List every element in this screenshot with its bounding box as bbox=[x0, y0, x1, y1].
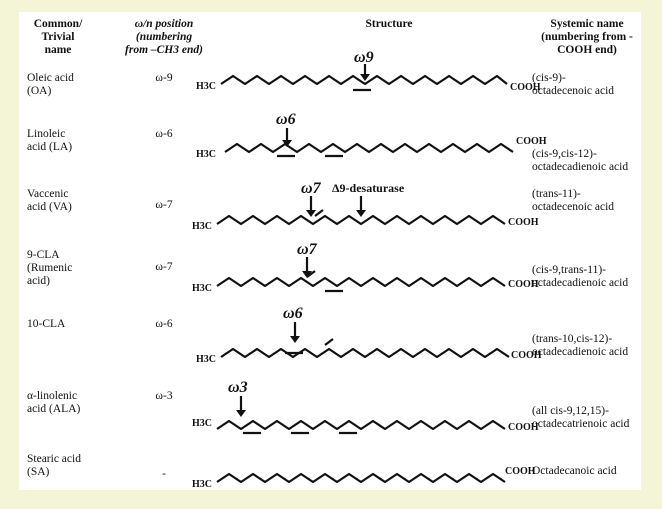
9cla-methyl: H3C bbox=[192, 283, 212, 294]
10cla-carboxyl: COOH bbox=[511, 350, 542, 361]
row-stearic-systemic: Octadecanoic acid bbox=[532, 465, 617, 477]
row-9cla-name: 9-CLA (Rumenic acid) bbox=[27, 249, 73, 287]
desaturase-label: Δ9-desaturase bbox=[332, 181, 405, 195]
row-vaccenic-position: ω-7 bbox=[155, 199, 173, 211]
linoleic-methyl: H3C bbox=[196, 149, 216, 160]
oleic-methyl: H3C bbox=[196, 81, 216, 92]
header-systemic-name: Systemic name (numbering from - COOH end… bbox=[541, 18, 633, 56]
row-vaccenic-systemic: (trans-11)- octadecenoic acid bbox=[532, 188, 615, 213]
row-linoleic-name: Linoleic acid (LA) bbox=[27, 128, 73, 153]
row-10cla-name: 10-CLA bbox=[27, 318, 66, 330]
row-ala-name: α-linolenic acid (ALA) bbox=[27, 390, 81, 415]
vaccenic-carboxyl: COOH bbox=[508, 217, 539, 228]
row-9cla-systemic: (cis-9,trans-11)- octadecadienoic acid bbox=[532, 264, 629, 289]
vaccenic-methyl: H3C bbox=[192, 221, 212, 232]
row-oleic-position: ω-9 bbox=[155, 72, 173, 84]
row-9cla-position: ω-7 bbox=[155, 261, 173, 273]
oleic-carboxyl: COOH bbox=[510, 82, 541, 93]
row-oleic-name: Oleic acid (OA) bbox=[27, 72, 74, 97]
ala-chain bbox=[216, 419, 506, 431]
9cla-chain bbox=[216, 276, 506, 288]
fatty-acid-table: Common/ Trivial name ω/n position (numbe… bbox=[19, 12, 641, 490]
row-ala-systemic: (all cis-9,12,15)- octadecatrienoic acid bbox=[532, 405, 630, 430]
row-oleic-systemic: (cis-9)- octadecenoic acid bbox=[532, 72, 615, 97]
vaccenic-omega-label: ω7 bbox=[301, 180, 322, 197]
stearic-chain bbox=[216, 472, 506, 484]
10cla-omega-label: ω6 bbox=[283, 305, 303, 322]
ala-omega-label: ω3 bbox=[228, 379, 248, 396]
header-common-name: Common/ Trivial name bbox=[33, 18, 83, 56]
header-omega-position: ω/n position (numbering from –CH3 end) bbox=[125, 18, 203, 56]
9cla-omega-label: ω7 bbox=[297, 241, 318, 258]
row-stearic-name: Stearic acid (SA) bbox=[27, 453, 81, 478]
oleic-omega-label: ω9 bbox=[354, 49, 374, 66]
10cla-trans-bond bbox=[324, 338, 334, 346]
stearic-methyl: H3C bbox=[192, 479, 212, 490]
10cla-methyl: H3C bbox=[196, 354, 216, 365]
ala-carboxyl: COOH bbox=[508, 422, 539, 433]
oleic-chain bbox=[220, 74, 508, 86]
linoleic-omega-label: ω6 bbox=[276, 111, 296, 128]
linoleic-carboxyl: COOH bbox=[516, 136, 547, 147]
row-10cla-position: ω-6 bbox=[155, 318, 173, 330]
vaccenic-chain bbox=[216, 214, 506, 226]
vaccenic-trans-bond bbox=[314, 209, 324, 217]
10cla-chain bbox=[220, 347, 510, 359]
header-structure: Structure bbox=[365, 18, 413, 30]
row-stearic-position: - bbox=[162, 468, 166, 480]
row-linoleic-position: ω-6 bbox=[155, 128, 173, 140]
9cla-carboxyl: COOH bbox=[508, 279, 539, 290]
structures-drawing: H3C COOH H3C COOH H3C COOH H3C COOH H3C … bbox=[192, 49, 547, 490]
linoleic-chain bbox=[224, 142, 514, 154]
row-ala-position: ω-3 bbox=[155, 390, 173, 402]
row-10cla-systemic: (trans-10,cis-12)- octadecadienoic acid bbox=[532, 333, 629, 358]
row-vaccenic-name: Vaccenic acid (VA) bbox=[27, 188, 72, 213]
stearic-carboxyl: COOH bbox=[505, 466, 536, 477]
row-linoleic-systemic: (cis-9,cis-12)- octadecadienoic acid bbox=[532, 148, 629, 173]
ala-methyl: H3C bbox=[192, 418, 212, 429]
